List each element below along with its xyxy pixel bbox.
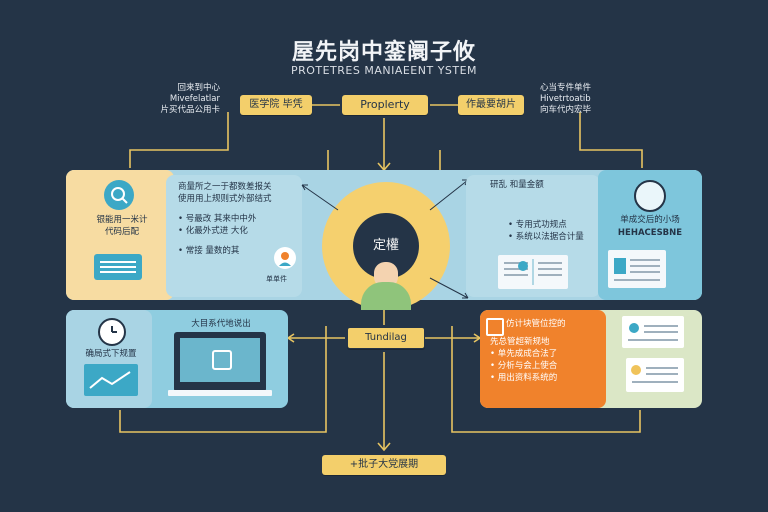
center-bottom-tag: Tundilag — [347, 327, 425, 349]
top-center-tag: Proplerty — [342, 95, 428, 115]
page-subtitle: PROTETRES MANIAEENT YSTEM — [290, 64, 478, 77]
bottom-right-panel: 仿计块管位控的 先总管超新规地 • 单先成成合法了 • 分析与会上使合 • 用出… — [480, 310, 702, 408]
list-card-icon — [94, 254, 142, 280]
info-block: 商量所之一于都数差报关 使用用上规则式外部结式 • 号最改 其来中中外 • 化最… — [166, 175, 302, 297]
user-card-icon — [622, 316, 684, 348]
report-icon — [626, 358, 684, 392]
far-right-panel: 单成交后的小场 HEHACESBNE — [598, 170, 702, 300]
open-book-icon — [498, 255, 568, 289]
document-icon — [608, 250, 666, 288]
top-right-tag: 作最要胡片 — [458, 95, 524, 115]
person-icon — [361, 282, 411, 310]
laptop-icon — [168, 332, 272, 396]
profile-icon — [634, 180, 666, 212]
clock-icon — [98, 318, 126, 346]
right-info-block: 研乱 和量金额 • 专用式功规点 • 系统以法据合计量 — [466, 175, 600, 297]
footer-tag: +批子大党展期 — [322, 455, 446, 475]
search-icon — [104, 180, 134, 210]
left-panel: 银能用一米计 代码后配 — [66, 170, 174, 300]
user-icon — [274, 247, 296, 269]
chart-card-icon — [84, 364, 138, 396]
top-left-note: 回来到中心 Mivefelatlar 片买代品公用卡 — [160, 83, 220, 115]
bottom-left-panel: 确局式下规置 大目系代地说出 — [66, 310, 288, 408]
top-right-note: 心当专件单件 Hivetrtoatib 向车代内宏毕 — [540, 83, 592, 115]
page-title: 屋先岗中銮阛子攸 — [291, 40, 476, 65]
edit-icon — [486, 318, 504, 336]
top-left-tag: 医学院 毕凭 — [240, 95, 312, 115]
